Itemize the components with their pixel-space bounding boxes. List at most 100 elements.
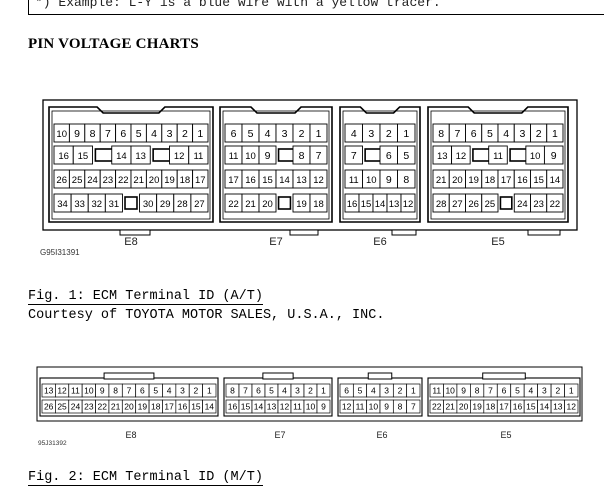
pin-number: 15	[78, 151, 89, 162]
pin-number: 21	[133, 175, 144, 186]
top-note-box: *) Example: L-Y is a blue wire with a ye…	[28, 0, 604, 15]
pin-number: 20	[459, 402, 469, 412]
pin-cell	[258, 193, 277, 213]
pin-cell	[406, 399, 421, 414]
pin-number: 4	[282, 386, 287, 396]
pin-number: 23	[533, 199, 544, 210]
pin-cell	[192, 123, 209, 143]
pin-number: 3	[282, 128, 288, 140]
pin-number: 2	[386, 128, 392, 140]
pin-number: 21	[245, 199, 256, 210]
pin-number: 1	[207, 386, 212, 396]
pin-number: 6	[256, 386, 261, 396]
pin-number: 29	[160, 199, 171, 210]
pin-number: 7	[488, 386, 493, 396]
connector-housing-e5	[427, 106, 569, 223]
pin-number: 22	[432, 402, 442, 412]
connector-latch	[482, 372, 526, 380]
pin-number: 3	[180, 386, 185, 396]
pin-number: 1	[321, 386, 326, 396]
connector-label-e7: E7	[274, 430, 286, 440]
pin-number: 17	[195, 175, 206, 186]
connector-inner-frame	[222, 110, 330, 220]
pin-number: 3	[542, 386, 547, 396]
pin-number: 15	[361, 199, 372, 210]
pin-number: 11	[432, 386, 441, 396]
pin-number: 15	[526, 402, 536, 412]
pin-number: 13	[44, 386, 54, 396]
pin-number: 12	[174, 151, 185, 162]
pin-number: 21	[111, 402, 121, 412]
pin-number: 9	[321, 402, 326, 412]
pin-cell	[316, 399, 331, 414]
pin-number: 17	[164, 402, 174, 412]
pin-number: 7	[105, 128, 111, 140]
pin-number: 17	[499, 402, 509, 412]
pin-number: 9	[265, 150, 271, 162]
pin-number: 14	[279, 175, 290, 186]
connector-key-slot	[124, 196, 138, 210]
pin-number: 13	[267, 402, 277, 412]
pin-number: 16	[58, 151, 69, 162]
pin-number: 21	[436, 175, 447, 186]
pin-cell	[451, 145, 471, 165]
pin-number: 2	[536, 128, 542, 140]
connector-key-slot	[277, 196, 292, 210]
figure1-lock-tab	[289, 229, 319, 236]
figure1-code: G95I31391	[40, 248, 80, 257]
pin-number: 4	[151, 128, 157, 140]
connector-inner-frame	[430, 110, 566, 220]
pin-number: 24	[517, 199, 528, 210]
pin-number: 11	[193, 151, 203, 162]
pin-number: 11	[349, 175, 359, 186]
pin-number: 1	[403, 128, 409, 140]
pin-number: 5	[358, 386, 363, 396]
connector-housing-e6	[339, 106, 421, 223]
connector-label-e7: E7	[269, 236, 283, 248]
pin-number: 28	[177, 199, 188, 210]
pin-number: 7	[454, 128, 460, 140]
pin-cell	[546, 123, 564, 143]
pin-number: 13	[296, 175, 307, 186]
pin-number: 25	[72, 175, 83, 186]
pin-number: 5	[269, 386, 274, 396]
pin-cell	[309, 145, 328, 165]
pin-cell	[488, 145, 508, 165]
pin-number: 24	[87, 175, 98, 186]
pin-number: 5	[136, 128, 142, 140]
figure2-outer-frame	[36, 366, 583, 422]
connector-label-e6: E6	[373, 236, 387, 248]
pin-number: 18	[180, 175, 191, 186]
pin-cell	[190, 193, 209, 213]
pin-number: 25	[57, 402, 67, 412]
pin-number: 14	[116, 151, 127, 162]
pin-number: 3	[295, 386, 300, 396]
pin-number: 3	[167, 128, 173, 140]
pin-number: 25	[485, 199, 496, 210]
pin-number: 20	[262, 199, 273, 210]
pin-number: 16	[245, 175, 256, 186]
figure1-lock-tab	[527, 229, 561, 236]
pin-number: 16	[517, 175, 528, 186]
pin-number: 9	[384, 402, 389, 412]
pin-number: 9	[100, 386, 105, 396]
pin-number: 11	[356, 402, 365, 412]
pin-number: 22	[97, 402, 107, 412]
pin-cell	[546, 193, 564, 213]
pin-cell	[543, 145, 564, 165]
pin-number: 12	[342, 402, 352, 412]
pin-number: 4	[371, 386, 376, 396]
pin-number: 4	[167, 386, 172, 396]
pin-number: 19	[296, 199, 307, 210]
pin-number: 12	[403, 199, 414, 210]
figure2-code: 95J31392	[38, 440, 67, 447]
pin-number: 6	[120, 128, 126, 140]
pin-number: 10	[245, 151, 256, 162]
figure1-lock-tab	[391, 229, 417, 236]
connector-inner-frame	[51, 110, 211, 220]
pin-number: 22	[550, 199, 561, 210]
pin-number: 11	[229, 151, 239, 162]
pin-number: 6	[502, 386, 507, 396]
pin-number: 2	[182, 128, 188, 140]
figure1-caption-text: Fig. 1: ECM Terminal ID (A/T)	[28, 289, 263, 305]
